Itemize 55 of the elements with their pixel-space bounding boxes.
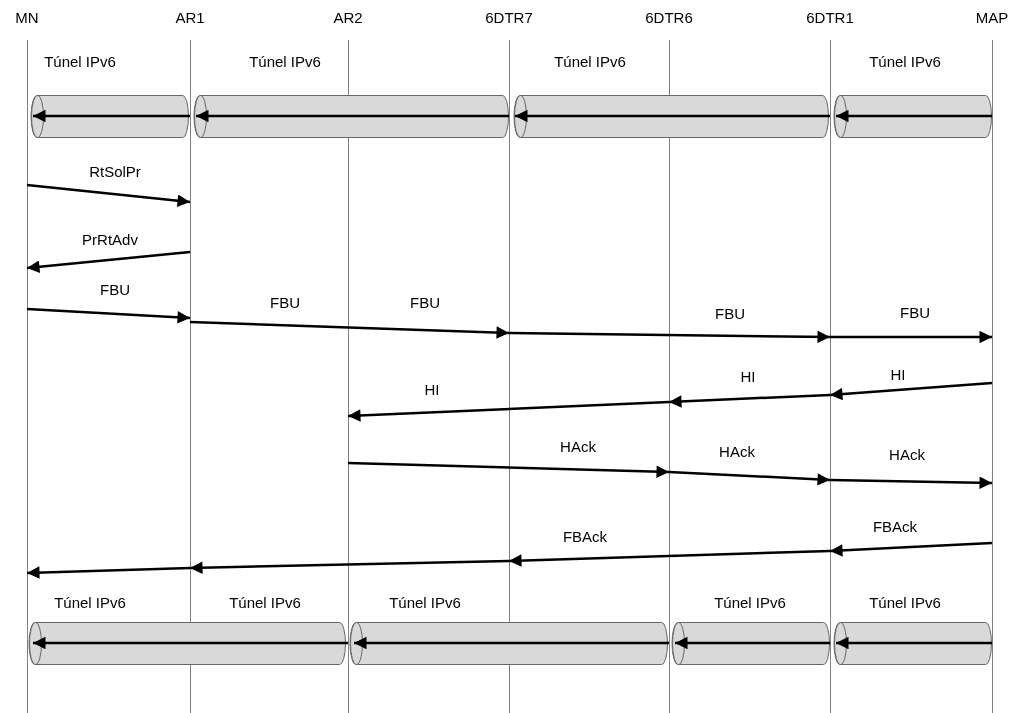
participant-name: 6DTR7 [485, 8, 533, 28]
message-arrow [829, 541, 993, 557]
message-arrow [836, 636, 992, 650]
message-arrow [508, 549, 831, 567]
edge-label: HI [424, 380, 440, 400]
message-arrow [354, 636, 669, 650]
text-label: Túnel IPv6 [869, 52, 941, 72]
text-label: Túnel IPv6 [229, 593, 301, 613]
message-arrow [33, 636, 348, 650]
edge-label: HI [890, 365, 906, 385]
message-arrow [189, 320, 510, 339]
message-arrow [196, 109, 509, 123]
participant-name: 6DTR6 [645, 8, 693, 28]
message-arrow [830, 330, 992, 344]
text-label: Túnel IPv6 [389, 593, 461, 613]
text-label: Túnel IPv6 [869, 593, 941, 613]
edge-label: HAck [889, 445, 925, 465]
message-arrow [26, 183, 191, 207]
text-label: Túnel IPv6 [249, 52, 321, 72]
message-arrow [509, 330, 830, 344]
text-label: Túnel IPv6 [714, 593, 786, 613]
message-arrow [33, 109, 190, 123]
message-arrow [26, 250, 191, 273]
message-arrow [829, 476, 993, 489]
message-arrow [26, 566, 191, 579]
message-arrow [347, 400, 670, 422]
message-arrow [668, 393, 831, 408]
edge-label: FBAck [872, 517, 918, 537]
participant-name: MN [15, 8, 39, 28]
message-arrow [829, 381, 993, 401]
participant-name: AR1 [175, 8, 205, 28]
edge-label: RtSolPr [89, 162, 141, 182]
participant-name: 6DTR1 [806, 8, 854, 28]
edge-label: PrRtAdv [82, 230, 138, 250]
message-arrow [668, 470, 831, 486]
text-label: FBU [270, 293, 300, 313]
message-arrow [675, 636, 830, 650]
message-arrow [26, 307, 191, 324]
message-arrow [836, 109, 992, 123]
edge-label: HAck [560, 437, 596, 457]
text-label: Túnel IPv6 [54, 593, 126, 613]
edge-label: FBU [410, 293, 440, 313]
participant-name: MAP [975, 8, 1009, 28]
edge-label: FBU [715, 304, 745, 324]
edge-label: HI [740, 367, 756, 387]
text-label: Túnel IPv6 [44, 52, 116, 72]
participant-name: AR2 [333, 8, 363, 28]
edge-label: HAck [719, 442, 755, 462]
text-label: Túnel IPv6 [554, 52, 626, 72]
message-arrow [189, 559, 510, 574]
message-arrow [347, 461, 670, 478]
edge-label: FBU [900, 303, 930, 323]
edge-label: FBAck [562, 527, 608, 547]
message-arrow [515, 109, 830, 123]
edge-label: FBU [100, 280, 130, 300]
